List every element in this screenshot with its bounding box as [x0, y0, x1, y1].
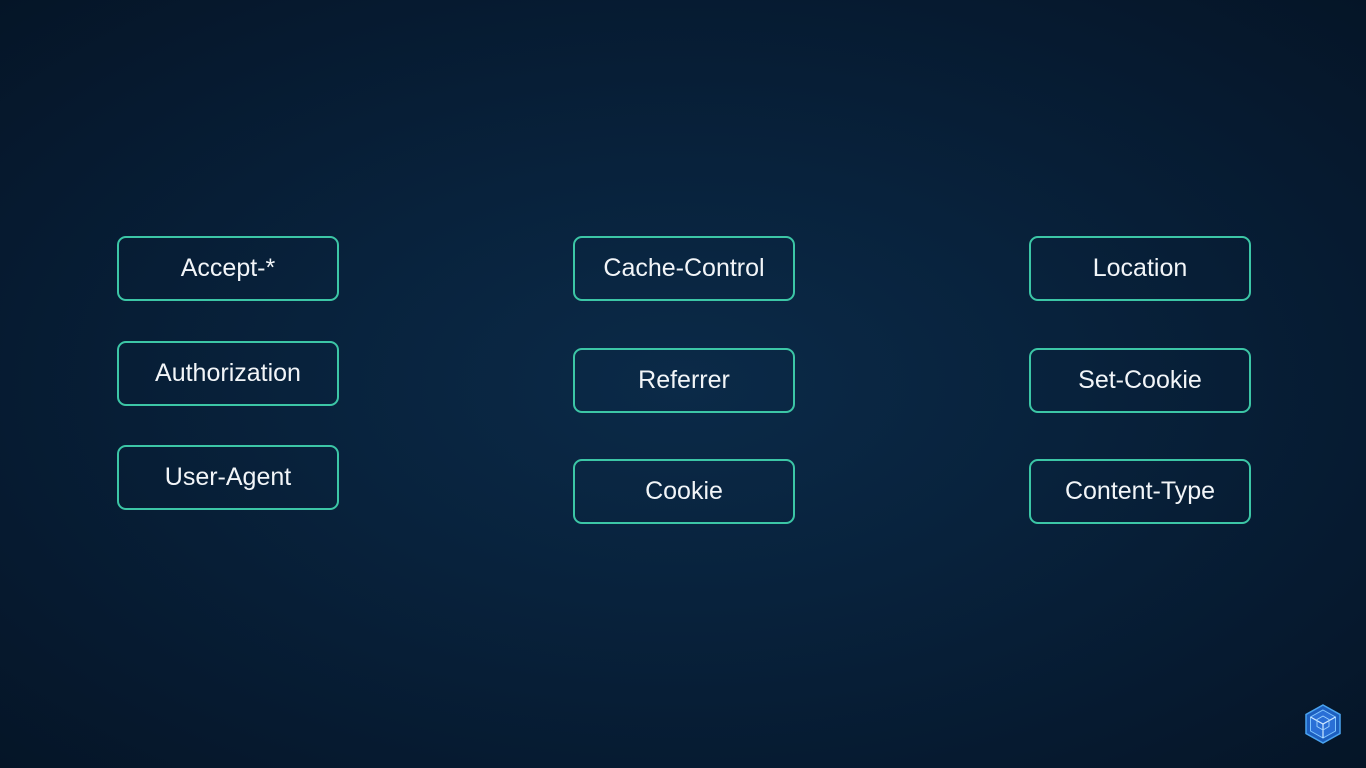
- header-box-label: Authorization: [155, 359, 301, 387]
- header-box-set-cookie: Set-Cookie: [1029, 348, 1251, 413]
- header-box-referrer: Referrer: [573, 348, 795, 413]
- header-box-label: Accept-*: [180, 254, 276, 282]
- header-box-label: Set-Cookie: [1078, 366, 1202, 394]
- header-box-user-agent: User-Agent: [117, 445, 339, 510]
- header-box-content-type: Content-Type: [1029, 459, 1251, 524]
- header-box-cookie: Cookie: [573, 459, 795, 524]
- header-box-label: Content-Type: [1064, 477, 1216, 505]
- header-box-label: Location: [1092, 254, 1188, 282]
- header-box-location: Location: [1029, 236, 1251, 301]
- header-box-authorization: Authorization: [117, 341, 339, 406]
- header-box-label: Referrer: [638, 366, 730, 394]
- header-box-label: Cache-Control: [603, 254, 765, 282]
- header-box-label: Cookie: [645, 477, 723, 505]
- header-box-accept: Accept-*: [117, 236, 339, 301]
- header-box-cache-control: Cache-Control: [573, 236, 795, 301]
- hexagon-cube-logo-icon: [1304, 704, 1342, 744]
- header-box-label: User-Agent: [164, 463, 292, 491]
